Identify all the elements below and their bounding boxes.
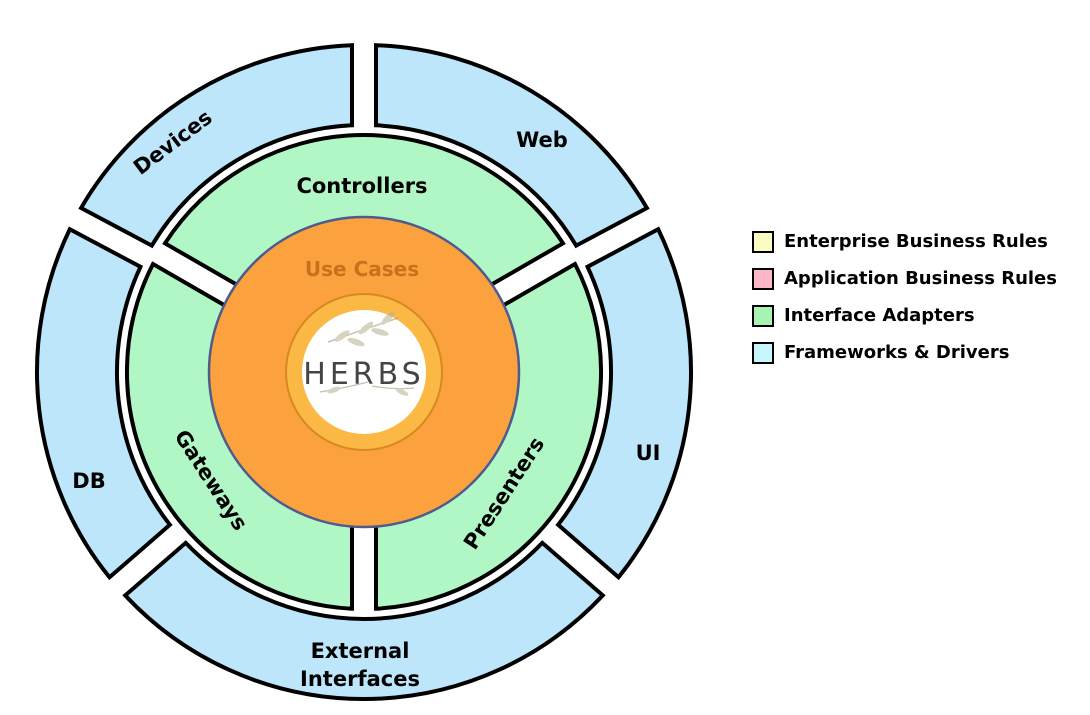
label-db: DB — [72, 469, 105, 493]
segment-devices — [78, 43, 354, 249]
segment-db — [34, 226, 173, 581]
legend: Enterprise Business Rules Application Bu… — [752, 223, 1088, 371]
legend-item-interface-adapters: Interface Adapters — [752, 297, 1088, 334]
label-ui: UI — [636, 441, 661, 465]
label-web: Web — [516, 128, 568, 152]
legend-item-enterprise-business-rules: Enterprise Business Rules — [752, 223, 1088, 260]
legend-swatch — [752, 267, 774, 290]
segment-ui — [555, 226, 694, 581]
legend-label: Frameworks & Drivers — [784, 342, 1010, 363]
legend-label: Interface Adapters — [784, 305, 975, 326]
outer-ring — [34, 43, 694, 702]
legend-swatch — [752, 230, 774, 253]
middle-ring — [124, 133, 604, 611]
label-external-interfaces-line2: Interfaces — [300, 667, 420, 691]
clean-architecture-diagram: HERBS Use Cases Devices Web UI DB Extern… — [34, 43, 694, 702]
legend-label: Enterprise Business Rules — [784, 231, 1048, 252]
legend-label: Application Business Rules — [784, 268, 1057, 289]
use-cases-label: Use Cases — [305, 257, 419, 281]
legend-item-application-business-rules: Application Business Rules — [752, 260, 1088, 297]
label-controllers: Controllers — [296, 174, 427, 198]
logo-text: HERBS — [303, 357, 424, 392]
legend-swatch — [752, 304, 774, 327]
legend-item-frameworks-drivers: Frameworks & Drivers — [752, 334, 1088, 371]
segment-web — [374, 43, 650, 249]
olive-branch-icon — [319, 311, 415, 396]
segment-external-interfaces — [122, 540, 606, 702]
label-external-interfaces-line1: External — [311, 639, 410, 663]
legend-swatch — [752, 341, 774, 364]
